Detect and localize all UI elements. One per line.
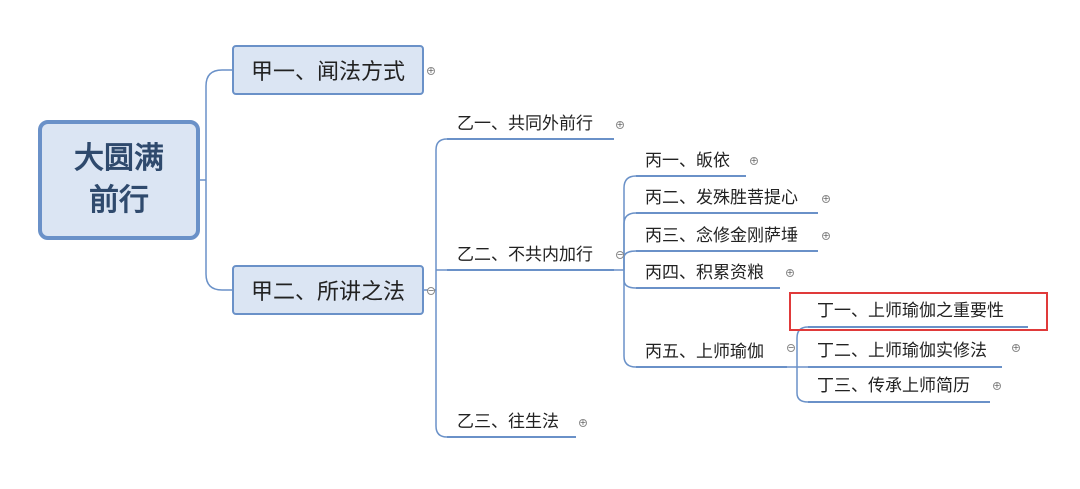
node-ding1[interactable]: 丁一、上师瑜伽之重要性 [817,301,1004,321]
node-bing4[interactable]: 丙四、积累资粮 [645,263,764,283]
node-bing3[interactable]: 丙三、念修金刚萨埵 [645,226,798,246]
expand-toggle-icon[interactable] [579,419,587,427]
node-ding3[interactable]: 丁三、传承上师简历 [817,376,970,396]
node-bing2[interactable]: 丙二、发殊胜菩提心 [645,188,798,208]
node-yi3[interactable]: 乙三、往生法 [457,412,559,432]
node-yi2[interactable]: 乙二、不共内加行 [457,245,593,265]
collapse-toggle-icon[interactable] [427,287,435,295]
node-bing1[interactable]: 丙一、皈依 [645,151,730,171]
node-jia1[interactable]: 甲一、闻法方式 [232,45,424,95]
expand-toggle-icon[interactable] [822,195,830,203]
expand-toggle-icon[interactable] [750,157,758,165]
node-bing5[interactable]: 丙五、上师瑜伽 [645,342,764,362]
node-label: 甲一、闻法方式 [250,60,405,85]
expand-toggle-icon[interactable] [786,269,794,277]
node-jia2[interactable]: 甲二、所讲之法 [232,265,424,315]
collapse-toggle-icon[interactable] [787,344,795,352]
node-yi1[interactable]: 乙一、共同外前行 [457,114,593,134]
expand-toggle-icon[interactable] [616,121,624,129]
selection-highlight [789,292,1048,331]
node-label: 甲二、所讲之法 [250,280,405,305]
collapse-toggle-icon[interactable] [616,251,624,259]
expand-toggle-icon[interactable] [993,382,1001,390]
node-ding2[interactable]: 丁二、上师瑜伽实修法 [817,341,987,361]
expand-toggle-icon[interactable] [822,232,830,240]
expand-toggle-icon[interactable] [1012,344,1020,352]
root-node[interactable]: 大圆满 前行 [38,120,200,240]
expand-toggle-icon[interactable] [427,67,435,75]
